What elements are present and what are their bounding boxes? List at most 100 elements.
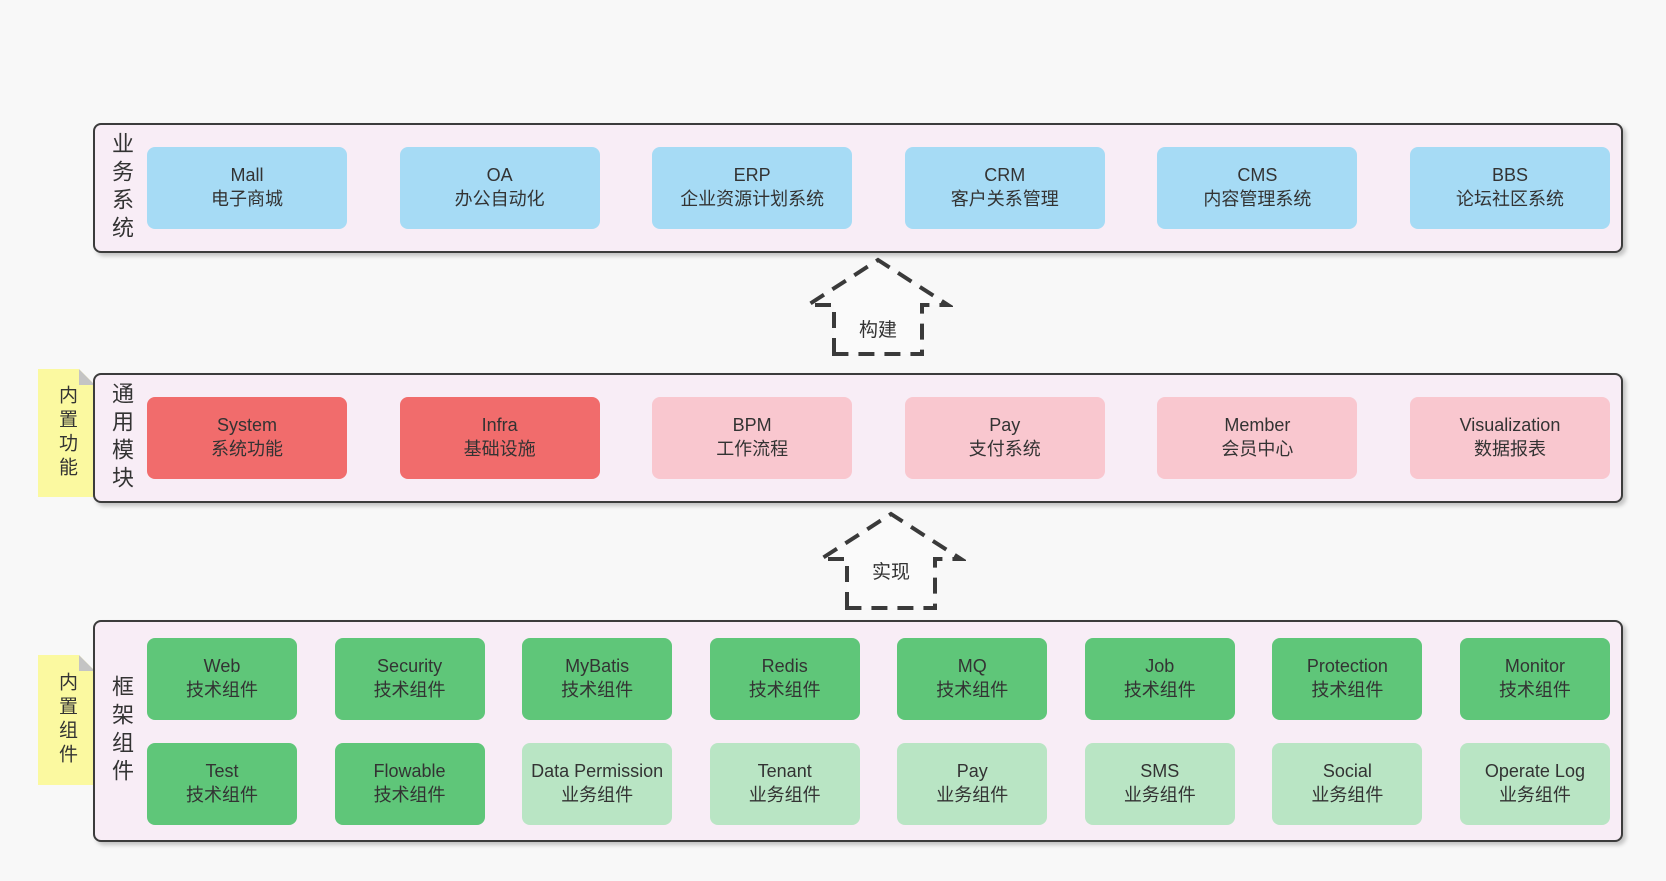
box-mall-title: Mall bbox=[230, 165, 264, 186]
box-sms-subtitle: 业务组件 bbox=[1123, 784, 1196, 805]
box-mq-subtitle: 技术组件 bbox=[936, 679, 1009, 700]
box-web-title: Web bbox=[203, 655, 241, 676]
box-mq: MQ 技术组件 bbox=[897, 637, 1048, 720]
box-test-title: Test bbox=[205, 760, 239, 781]
box-oa: OA 办公自动化 bbox=[399, 147, 600, 229]
box-tenant: Tenant 业务组件 bbox=[709, 742, 860, 825]
box-redis: Redis 技术组件 bbox=[709, 637, 860, 720]
common-modules-content: System 系统功能 Infra 基础设施 BPM 工作流程 Pay 支付系统… bbox=[147, 375, 1621, 501]
box-web-subtitle: 技术组件 bbox=[186, 679, 258, 700]
box-social-title: Social bbox=[1322, 760, 1372, 781]
box-infra: Infra 基础设施 bbox=[399, 397, 600, 479]
box-visualization: Visualization 数据报表 bbox=[1409, 397, 1610, 479]
box-web: Web 技术组件 bbox=[147, 637, 297, 720]
box-social-subtitle: 业务组件 bbox=[1311, 784, 1384, 805]
box-operate-log-title: Operate Log bbox=[1484, 760, 1585, 781]
builtin-components-sticky-note: 内置组件 bbox=[38, 655, 95, 785]
box-bbs-subtitle: 论坛社区系统 bbox=[1455, 189, 1564, 209]
box-redis-title: Redis bbox=[761, 655, 808, 676]
framework-components-row-1: Web 技术组件 Security 技术组件 MyBatis 技术组件 Redi… bbox=[147, 637, 1610, 720]
box-cms-subtitle: 内容管理系统 bbox=[1203, 189, 1312, 209]
implement-arrow-label: 实现 bbox=[866, 556, 916, 585]
common-modules-label: 通用模块 bbox=[109, 382, 134, 494]
box-sms-title: SMS bbox=[1140, 760, 1180, 781]
builtin-features-sticky-text: 内置功能 bbox=[56, 385, 77, 481]
box-crm-subtitle: 客户关系管理 bbox=[950, 189, 1059, 209]
box-member-subtitle: 会员中心 bbox=[1221, 439, 1294, 459]
box-job-subtitle: 技术组件 bbox=[1123, 679, 1196, 700]
framework-components-layer: 框架组件 Web 技术组件 Security 技术组件 MyBatis 技术组件… bbox=[93, 620, 1623, 842]
box-monitor-title: Monitor bbox=[1504, 655, 1565, 676]
build-arrow-label: 构建 bbox=[853, 314, 903, 343]
box-mybatis: MyBatis 技术组件 bbox=[522, 637, 673, 720]
box-system: System 系统功能 bbox=[147, 397, 347, 479]
box-system-title: System bbox=[216, 415, 277, 436]
framework-components-row-2: Test 技术组件 Flowable 技术组件 Data Permission … bbox=[147, 742, 1610, 825]
business-systems-row: Mall 电子商城 OA 办公自动化 ERP 企业资源计划系统 CRM 客户关系… bbox=[147, 147, 1610, 229]
box-visualization-subtitle: 数据报表 bbox=[1473, 439, 1546, 459]
business-systems-label: 业务系统 bbox=[109, 132, 134, 244]
box-data-permission-title: Data Permission bbox=[531, 760, 664, 781]
box-bpm-subtitle: 工作流程 bbox=[716, 439, 789, 459]
box-flowable-title: Flowable bbox=[373, 760, 446, 781]
box-visualization-title: Visualization bbox=[1459, 415, 1561, 436]
box-operate-log-subtitle: 业务组件 bbox=[1498, 784, 1571, 805]
box-data-permission-subtitle: 业务组件 bbox=[561, 784, 634, 805]
box-operate-log: Operate Log 业务组件 bbox=[1459, 742, 1610, 825]
common-modules-layer: 通用模块 System 系统功能 Infra 基础设施 BPM 工作流程 Pay… bbox=[93, 373, 1623, 503]
box-bbs: BBS 论坛社区系统 bbox=[1409, 147, 1610, 229]
box-infra-subtitle: 基础设施 bbox=[463, 439, 536, 459]
box-pay: Pay 支付系统 bbox=[904, 397, 1105, 479]
box-bbs-title: BBS bbox=[1491, 165, 1528, 186]
box-member: Member 会员中心 bbox=[1157, 397, 1358, 479]
box-bpm: BPM 工作流程 bbox=[652, 397, 853, 479]
box-oa-title: OA bbox=[486, 165, 513, 186]
box-protection-title: Protection bbox=[1306, 655, 1388, 676]
box-pay-subtitle: 支付系统 bbox=[968, 439, 1041, 459]
box-protection-subtitle: 技术组件 bbox=[1311, 679, 1384, 700]
business-systems-content: Mall 电子商城 OA 办公自动化 ERP 企业资源计划系统 CRM 客户关系… bbox=[147, 125, 1621, 251]
box-job-title: Job bbox=[1145, 655, 1175, 676]
box-security: Security 技术组件 bbox=[334, 637, 485, 720]
box-erp: ERP 企业资源计划系统 bbox=[652, 147, 853, 229]
build-arrow-icon bbox=[803, 257, 953, 356]
box-security-title: Security bbox=[377, 655, 443, 676]
box-data-permission: Data Permission 业务组件 bbox=[522, 742, 673, 825]
box-flowable-subtitle: 技术组件 bbox=[373, 784, 446, 805]
box-pay-component: Pay 业务组件 bbox=[897, 742, 1048, 825]
box-pay-component-subtitle: 业务组件 bbox=[936, 784, 1009, 805]
box-job: Job 技术组件 bbox=[1084, 637, 1235, 720]
box-bpm-title: BPM bbox=[732, 415, 772, 436]
builtin-components-sticky-text: 内置组件 bbox=[56, 672, 77, 768]
box-test: Test 技术组件 bbox=[147, 742, 297, 825]
framework-components-label: 框架组件 bbox=[109, 675, 134, 787]
box-member-title: Member bbox=[1224, 415, 1291, 436]
box-mybatis-title: MyBatis bbox=[565, 655, 630, 676]
box-mybatis-subtitle: 技术组件 bbox=[561, 679, 634, 700]
box-pay-title: Pay bbox=[989, 415, 1021, 436]
box-infra-title: Infra bbox=[481, 415, 518, 436]
box-test-subtitle: 技术组件 bbox=[186, 784, 258, 805]
box-erp-title: ERP bbox=[733, 165, 771, 186]
box-mall: Mall 电子商城 bbox=[147, 147, 347, 229]
box-mall-subtitle: 电子商城 bbox=[211, 189, 283, 209]
business-systems-layer: 业务系统 Mall 电子商城 OA 办公自动化 ERP 企业资源计划系统 CRM… bbox=[93, 123, 1623, 253]
box-sms: SMS 业务组件 bbox=[1084, 742, 1235, 825]
box-monitor-subtitle: 技术组件 bbox=[1498, 679, 1571, 700]
common-modules-row: System 系统功能 Infra 基础设施 BPM 工作流程 Pay 支付系统… bbox=[147, 397, 1610, 479]
framework-components-content: Web 技术组件 Security 技术组件 MyBatis 技术组件 Redi… bbox=[147, 622, 1621, 840]
business-systems-label-column: 业务系统 bbox=[95, 125, 147, 251]
box-oa-subtitle: 办公自动化 bbox=[454, 189, 545, 209]
box-tenant-title: Tenant bbox=[757, 760, 812, 781]
box-flowable: Flowable 技术组件 bbox=[334, 742, 485, 825]
framework-components-label-column: 框架组件 bbox=[95, 622, 147, 840]
box-cms-title: CMS bbox=[1237, 165, 1278, 186]
box-pay-component-title: Pay bbox=[956, 760, 988, 781]
box-tenant-subtitle: 业务组件 bbox=[748, 784, 821, 805]
box-security-subtitle: 技术组件 bbox=[373, 679, 446, 700]
box-cms: CMS 内容管理系统 bbox=[1157, 147, 1358, 229]
box-social: Social 业务组件 bbox=[1272, 742, 1423, 825]
box-protection: Protection 技术组件 bbox=[1272, 637, 1423, 720]
box-monitor: Monitor 技术组件 bbox=[1459, 637, 1610, 720]
common-modules-label-column: 通用模块 bbox=[95, 375, 147, 501]
